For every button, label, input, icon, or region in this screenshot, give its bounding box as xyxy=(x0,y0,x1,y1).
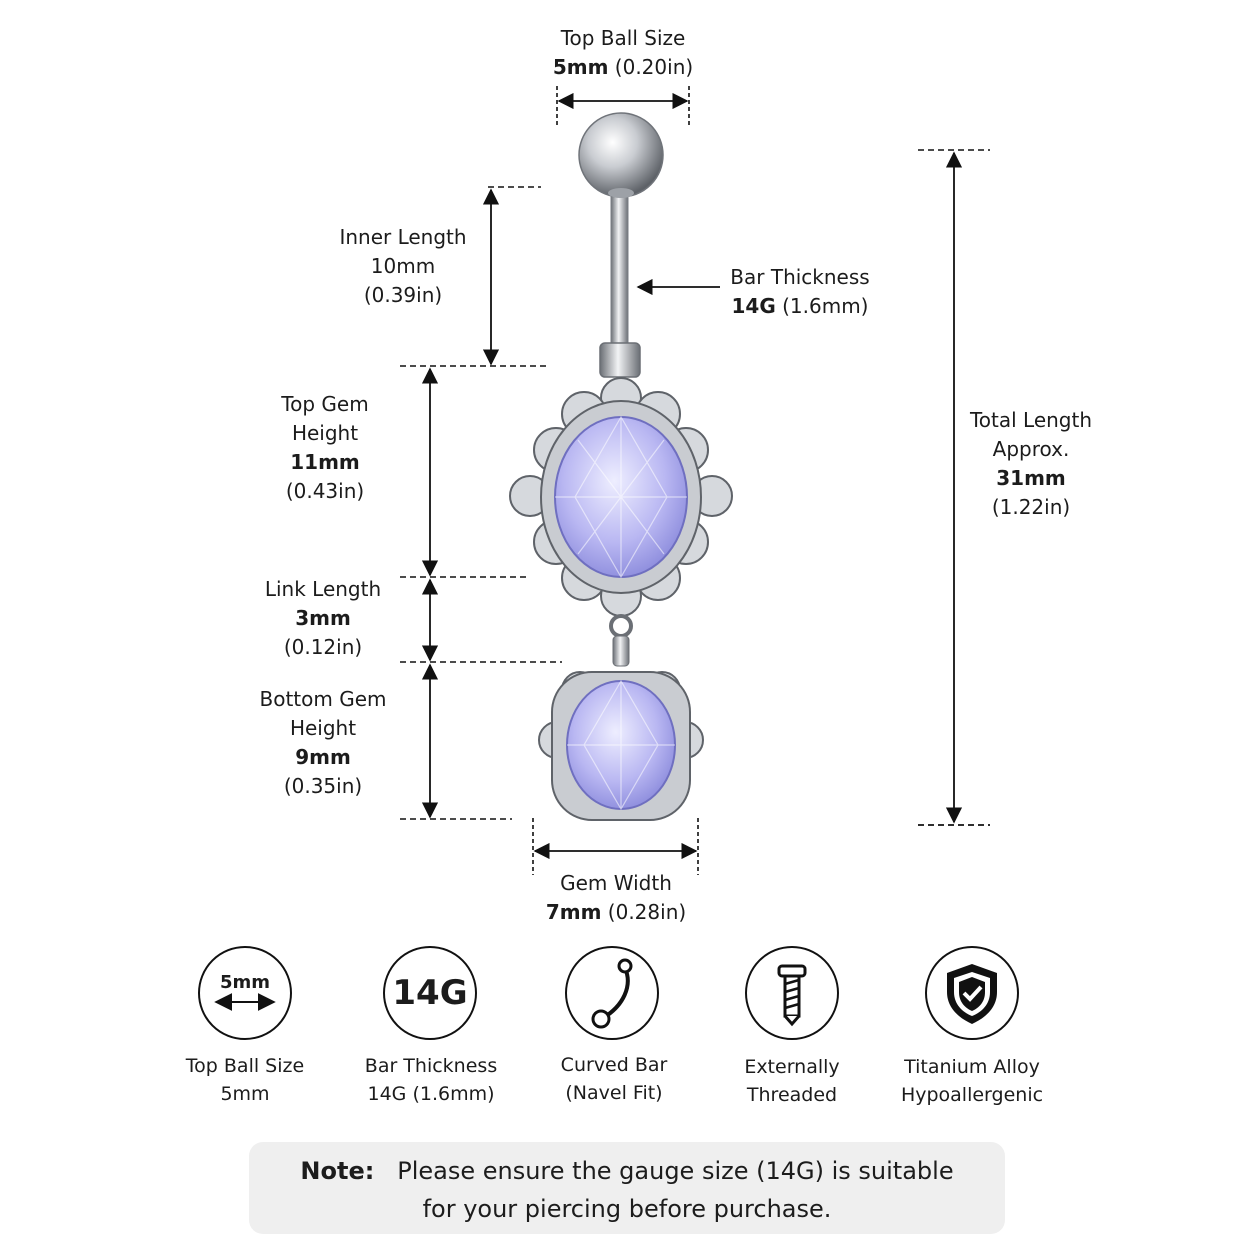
feature-titanium: Titanium Alloy Hypoallergenic xyxy=(872,1053,1072,1109)
bottom-gem-title-2: Height xyxy=(289,716,357,740)
top-gem-imperial: (0.43in) xyxy=(285,479,365,503)
feature-threaded-line-1: Externally xyxy=(744,1056,840,1078)
inner-length-imperial: (0.39in) xyxy=(363,283,443,307)
gem-width-imperial: (0.28in) xyxy=(607,900,687,924)
note-line-2: for your piercing before purchase. xyxy=(422,1195,832,1223)
top-ball-value: 5mm xyxy=(552,55,609,79)
total-length-dimension xyxy=(918,149,990,826)
bar-thickness-title: Bar Thickness xyxy=(730,265,870,289)
feature-curved-bar-title: Curved Bar xyxy=(560,1054,668,1076)
shield-check-icon xyxy=(925,946,1019,1040)
bottom-gem-title: Bottom Gem xyxy=(259,687,387,711)
inner-length-dimension xyxy=(482,186,541,366)
top-gem-label: Top Gem Height 11mm (0.43in) xyxy=(225,390,425,506)
link-length-value: 3mm xyxy=(295,606,351,630)
note-label: Note: xyxy=(300,1157,375,1185)
top-gem-title: Top Gem xyxy=(281,392,369,416)
note-line-1: Please ensure the gauge size (14G) is su… xyxy=(397,1157,954,1185)
link-length-imperial: (0.12in) xyxy=(283,635,363,659)
screw-icon xyxy=(745,946,839,1040)
ball-size-icon: 5mm xyxy=(198,946,292,1040)
total-length-title: Total Length xyxy=(969,408,1093,432)
inner-length-label: Inner Length 10mm (0.39in) xyxy=(303,223,503,310)
total-length-approx: Approx. xyxy=(992,437,1070,461)
top-ball-imperial: (0.20in) xyxy=(614,55,694,79)
ball-size-icon-text: 5mm xyxy=(219,972,271,993)
total-length-imperial: (1.22in) xyxy=(991,495,1071,519)
bottom-gem-dimension xyxy=(400,663,512,820)
feature-top-ball-title: Top Ball Size xyxy=(185,1055,305,1077)
feature-threaded-line-2: Threaded xyxy=(746,1084,838,1106)
gem-width-title: Gem Width xyxy=(560,871,672,895)
feature-top-ball: Top Ball Size 5mm xyxy=(145,1052,345,1108)
top-gem-title-2: Height xyxy=(291,421,359,445)
gauge-icon: 14G xyxy=(383,946,477,1040)
link-length-dimension xyxy=(400,578,562,663)
feature-bar-thickness-title: Bar Thickness xyxy=(364,1055,498,1077)
feature-curved-bar: Curved Bar (Navel Fit) xyxy=(514,1051,714,1107)
inner-length-value: 10mm xyxy=(370,254,436,278)
feature-titanium-line-1: Titanium Alloy xyxy=(904,1056,1040,1078)
feature-bar-thickness: Bar Thickness 14G (1.6mm) xyxy=(331,1052,531,1108)
link-length-label: Link Length 3mm (0.12in) xyxy=(223,575,423,662)
bottom-gem-label: Bottom Gem Height 9mm (0.35in) xyxy=(223,685,423,801)
feature-curved-bar-subtitle: (Navel Fit) xyxy=(565,1082,663,1104)
top-ball-dimension xyxy=(556,86,690,128)
gem-width-value: 7mm xyxy=(545,900,602,924)
top-gem-dimension xyxy=(400,365,550,578)
top-ball-title: Top Ball Size xyxy=(560,26,686,50)
gem-width-dimension xyxy=(532,818,699,875)
belly-ring-illustration xyxy=(509,112,733,821)
inner-length-title: Inner Length xyxy=(339,225,467,249)
total-length-value: 31mm xyxy=(996,466,1066,490)
feature-top-ball-value: 5mm xyxy=(220,1083,270,1105)
bar-thickness-value: 14G xyxy=(731,294,776,318)
curved-bar-icon xyxy=(565,946,659,1040)
total-length-label: Total Length Approx. 31mm (1.22in) xyxy=(941,406,1121,522)
feature-bar-thickness-value: 14G (1.6mm) xyxy=(367,1083,495,1105)
link-length-title: Link Length xyxy=(264,577,382,601)
bar-thickness-label: Bar Thickness 14G (1.6mm) xyxy=(720,263,880,321)
bar-thickness-imperial: (1.6mm) xyxy=(782,294,869,318)
gauge-icon-text: 14G xyxy=(392,973,468,1013)
top-ball-label: Top Ball Size 5mm (0.20in) xyxy=(523,24,723,82)
feature-externally-threaded: Externally Threaded xyxy=(692,1053,892,1109)
note-box: Note: Please ensure the gauge size (14G)… xyxy=(249,1142,1005,1234)
gem-width-label: Gem Width 7mm (0.28in) xyxy=(516,869,716,927)
bottom-gem-value: 9mm xyxy=(295,745,351,769)
feature-titanium-line-2: Hypoallergenic xyxy=(900,1084,1044,1106)
bottom-gem-imperial: (0.35in) xyxy=(283,774,363,798)
top-gem-value: 11mm xyxy=(290,450,360,474)
